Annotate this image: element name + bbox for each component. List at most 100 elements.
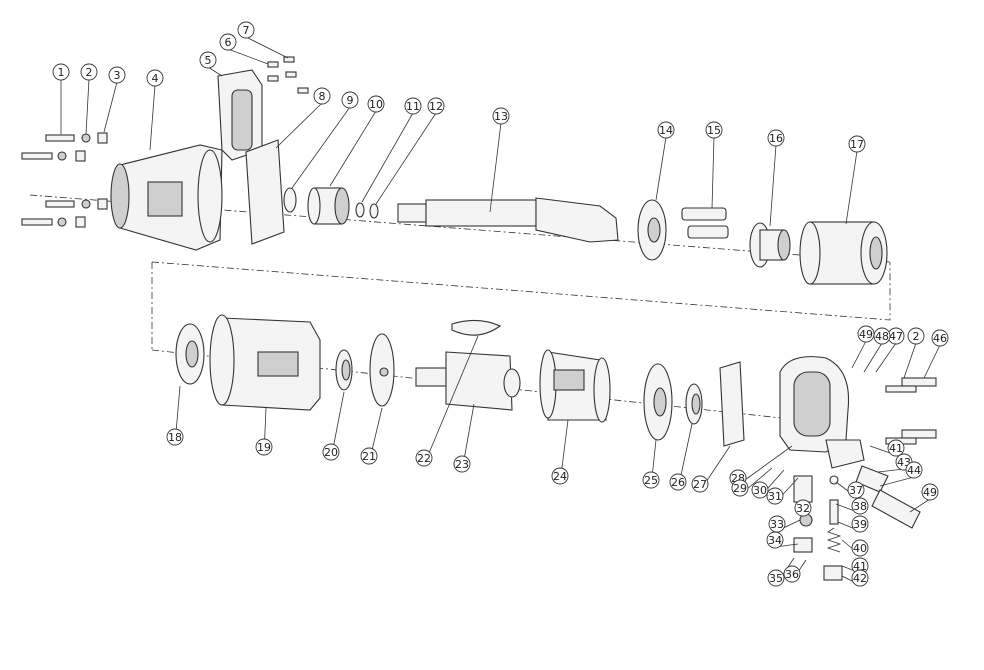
callout-leader-c15 bbox=[711, 136, 715, 209]
callout-leader-c28 bbox=[737, 445, 793, 486]
callout-leader-c14 bbox=[655, 136, 667, 201]
callout-leader-c6 bbox=[227, 48, 269, 65]
callout-circle-c10 bbox=[367, 95, 385, 113]
bushing bbox=[307, 187, 350, 225]
callout-leader-c46 bbox=[923, 344, 941, 379]
callout-label-c42: 42 bbox=[853, 572, 867, 585]
callout-leader-c17 bbox=[845, 150, 858, 225]
ring-12 bbox=[369, 203, 379, 219]
callout-circle-c34 bbox=[766, 531, 784, 549]
callout-circle-c7 bbox=[237, 21, 255, 39]
handle-plate bbox=[217, 69, 263, 161]
callout-label-c13: 13 bbox=[494, 110, 508, 123]
callout-circle-c22 bbox=[415, 449, 433, 467]
callout-circle-c42 bbox=[851, 569, 869, 587]
callout-circle-c20 bbox=[322, 443, 340, 461]
callout-label-c2: 2 bbox=[86, 66, 93, 79]
callout-label-c29: 29 bbox=[733, 482, 747, 495]
hammer-case bbox=[799, 221, 888, 285]
callout-leader-c13 bbox=[489, 122, 502, 213]
callout-circle-c26 bbox=[669, 473, 687, 491]
o-ring bbox=[283, 187, 297, 213]
callout-label-c20: 20 bbox=[324, 446, 338, 459]
hammer bbox=[749, 222, 791, 268]
callout-leader-c9 bbox=[291, 106, 351, 189]
callout-leader-c5 bbox=[207, 66, 223, 77]
callout-leader-c4 bbox=[149, 84, 156, 151]
callout-leader-c8 bbox=[275, 102, 323, 149]
front-housing bbox=[110, 144, 223, 251]
callout-label-c23: 23 bbox=[455, 458, 469, 471]
air-inlet bbox=[855, 465, 921, 529]
callout-label-c34: 34 bbox=[768, 534, 782, 547]
small-screws bbox=[267, 56, 309, 94]
callout-circle-c13 bbox=[492, 107, 510, 125]
callout-label-c4: 4 bbox=[152, 72, 159, 85]
valve-parts bbox=[793, 475, 843, 581]
callout-label-c49a: 49 bbox=[859, 328, 873, 341]
callout-circle-c24 bbox=[551, 467, 569, 485]
pins bbox=[681, 207, 729, 239]
callout-label-c21: 21 bbox=[362, 450, 376, 463]
callout-label-c11: 11 bbox=[406, 100, 420, 113]
callout-circle-c5 bbox=[199, 51, 217, 69]
bearing-18 bbox=[175, 323, 205, 385]
callout-leader-c44 bbox=[879, 476, 915, 487]
end-plate bbox=[369, 333, 395, 407]
callout-label-c9: 9 bbox=[347, 94, 354, 107]
callout-leader-c22 bbox=[423, 335, 479, 466]
callout-label-c44: 44 bbox=[907, 464, 921, 477]
callout-label-c49b: 49 bbox=[923, 486, 937, 499]
callout-leader-c3 bbox=[103, 81, 118, 133]
callout-label-c36: 36 bbox=[785, 568, 799, 581]
callout-circle-c36 bbox=[783, 565, 801, 583]
callout-circle-c9 bbox=[341, 91, 359, 109]
callout-label-c6: 6 bbox=[225, 36, 232, 49]
rear-handle-housing bbox=[779, 356, 865, 469]
right-screws bbox=[885, 377, 937, 445]
callout-circle-c32 bbox=[794, 499, 812, 517]
bearing-20 bbox=[335, 349, 353, 391]
callout-label-c35: 35 bbox=[769, 572, 783, 585]
callout-leader-c11 bbox=[361, 112, 414, 203]
callout-label-c38: 38 bbox=[853, 500, 867, 513]
callout-leader-c7 bbox=[245, 36, 289, 59]
callout-circle-c40 bbox=[851, 539, 869, 557]
callout-label-c7: 7 bbox=[243, 24, 250, 37]
callout-circle-c41b bbox=[887, 439, 905, 457]
callout-circle-c44 bbox=[905, 461, 923, 479]
callout-label-c5: 5 bbox=[205, 54, 212, 67]
callout-circle-c37 bbox=[847, 481, 865, 499]
callout-circle-c18 bbox=[166, 428, 184, 446]
callout-circle-c2 bbox=[80, 63, 98, 81]
callout-label-c37: 37 bbox=[849, 484, 863, 497]
callout-circle-c17 bbox=[848, 135, 866, 153]
callout-circle-c49a bbox=[857, 325, 875, 343]
callout-circle-c23 bbox=[453, 455, 471, 473]
callout-label-c41: 41 bbox=[853, 560, 867, 573]
callout-label-c1: 1 bbox=[58, 66, 65, 79]
callout-leader-c49a bbox=[851, 340, 867, 369]
callout-circle-c1 bbox=[52, 63, 70, 81]
callout-label-c25: 25 bbox=[644, 474, 658, 487]
callout-label-c16: 16 bbox=[769, 132, 783, 145]
callout-circle-c6 bbox=[219, 33, 237, 51]
cylinder bbox=[539, 349, 611, 423]
callout-circle-c2b bbox=[907, 327, 925, 345]
callout-circle-c49b bbox=[921, 483, 939, 501]
callout-circle-c27 bbox=[691, 475, 709, 493]
callout-circle-c29 bbox=[731, 479, 749, 497]
callout-circle-c25 bbox=[642, 471, 660, 489]
callout-circle-c19 bbox=[255, 438, 273, 456]
callout-circle-c12 bbox=[427, 97, 445, 115]
gasket bbox=[245, 139, 285, 245]
callout-circle-c14 bbox=[657, 121, 675, 139]
callout-label-c15: 15 bbox=[707, 124, 721, 137]
callout-circle-c21 bbox=[360, 447, 378, 465]
callout-label-c17: 17 bbox=[850, 138, 864, 151]
callout-label-c33: 33 bbox=[770, 518, 784, 531]
rotor bbox=[415, 319, 521, 411]
rear-gasket bbox=[719, 361, 745, 447]
callout-circle-c38 bbox=[851, 497, 869, 515]
